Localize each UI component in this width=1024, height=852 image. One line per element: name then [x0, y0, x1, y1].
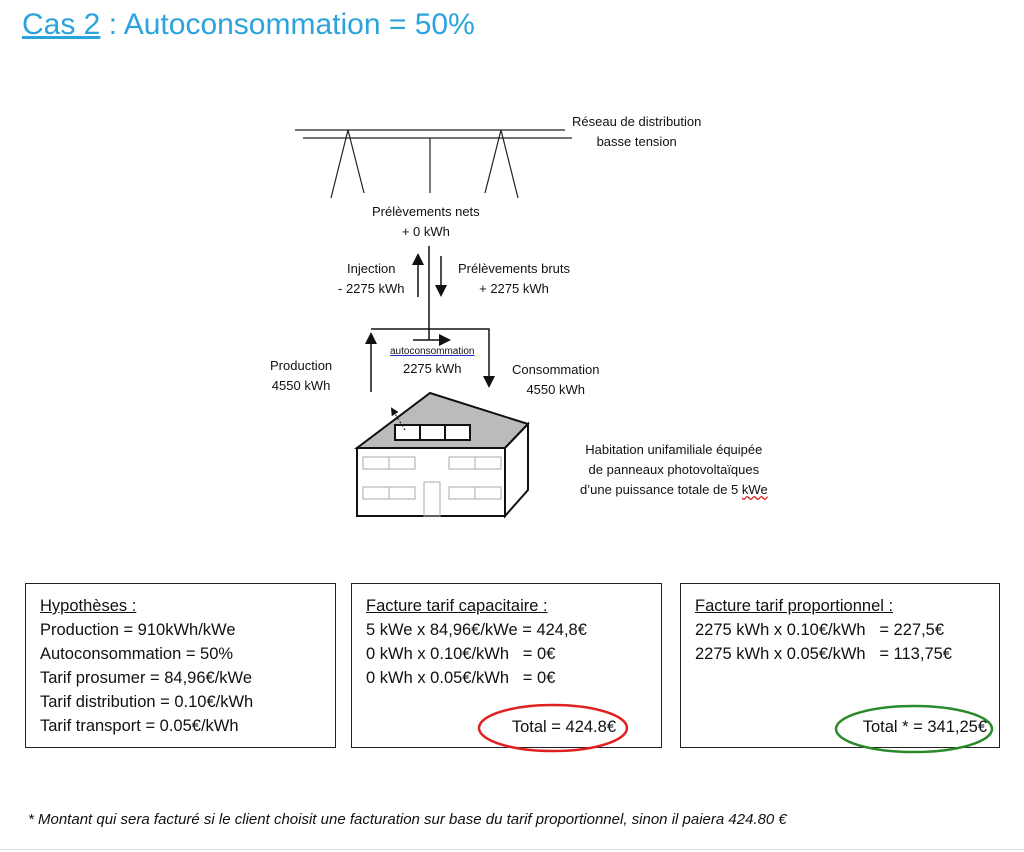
- capacitaire-box: Facture tarif capacitaire : 5 kWe x 84,9…: [351, 583, 662, 748]
- injection-label: Injection - 2275 kWh: [338, 259, 404, 299]
- house-label-line: de panneaux photovoltaïques: [588, 462, 760, 477]
- hypotheses-heading: Hypothèses :: [40, 597, 137, 615]
- house-power-unit: kWe: [741, 482, 768, 497]
- production-label: Production 4550 kWh: [270, 356, 332, 396]
- selfconsumption-value: 2275 kWh: [402, 361, 462, 376]
- gross-draw-label: Prélèvements bruts + 2275 kWh: [458, 259, 570, 299]
- bill-line: 2275 kWh x 0.10€/kWh = 227,5€: [695, 621, 945, 639]
- bill-line: 0 kWh x 0.05€/kWh = 0€: [366, 669, 556, 687]
- proportionnel-box: Facture tarif proportionnel : 2275 kWh x…: [680, 583, 1000, 748]
- bill-line: 2275 kWh x 0.05€/kWh = 113,75€: [695, 645, 952, 663]
- gross-draw-value: + 2275 kWh: [479, 281, 549, 296]
- network-label-line: basse tension: [596, 134, 677, 149]
- consumption-value: 4550 kWh: [526, 382, 585, 397]
- house-icon: [354, 391, 530, 519]
- hypothesis-line: Tarif prosumer = 84,96€/kWe: [40, 669, 253, 687]
- consumption-label: Consommation 4550 kWh: [512, 360, 599, 400]
- production-value: 4550 kWh: [271, 378, 331, 393]
- net-draw-value: + 0 kWh: [401, 224, 450, 239]
- solar-panels: [394, 424, 471, 441]
- house-label: Habitation unifamiliale équipée de pannea…: [580, 440, 768, 500]
- consumption-label-line: Consommation: [512, 362, 600, 377]
- injection-label-line: Injection: [347, 261, 396, 276]
- bill-line: 5 kWe x 84,96€/kWe = 424,8€: [366, 621, 587, 639]
- injection-value: - 2275 kWh: [338, 281, 405, 296]
- flow-arrows: [365, 246, 495, 392]
- house-power-text: d’une puissance totale de 5: [580, 482, 742, 497]
- green-circle: [834, 704, 994, 754]
- house-label-line: Habitation unifamiliale équipée: [585, 442, 763, 457]
- proportionnel-total: Total * = 341,25€: [862, 718, 987, 736]
- footnote: * Montant qui sera facturé si le client …: [28, 811, 787, 828]
- divider: [0, 849, 1024, 850]
- hypotheses-box: Hypothèses : Production = 910kWh/kWe Aut…: [25, 583, 336, 748]
- selfconsumption-label-line: autoconsommation: [390, 346, 475, 357]
- house-label-line: d’une puissance totale de 5 kWe: [580, 480, 768, 500]
- highlight-circles: [477, 703, 994, 754]
- hypothesis-line: Tarif distribution = 0.10€/kWh: [40, 693, 254, 711]
- title-case: Cas 2: [22, 8, 101, 41]
- title-rest: : Autoconsommation = 50%: [100, 8, 475, 41]
- network-label: Réseau de distribution basse tension: [572, 112, 701, 152]
- red-circle: [477, 703, 629, 753]
- selfconsumption-label: autoconsommation 2275 kWh: [390, 345, 475, 379]
- proportionnel-heading: Facture tarif proportionnel :: [695, 597, 894, 615]
- net-draw-label: Prélèvements nets + 0 kWh: [372, 202, 480, 242]
- network-label-line: Réseau de distribution: [572, 114, 702, 129]
- capacitaire-total: Total = 424.8€: [511, 718, 616, 736]
- gross-draw-label-line: Prélèvements bruts: [458, 261, 570, 276]
- bill-line: 0 kWh x 0.10€/kWh = 0€: [366, 645, 556, 663]
- production-label-line: Production: [270, 358, 333, 373]
- hypothesis-line: Production = 910kWh/kWe: [40, 621, 236, 639]
- net-draw-label-line: Prélèvements nets: [372, 204, 480, 219]
- hypothesis-line: Autoconsommation = 50%: [40, 645, 234, 663]
- page-title: Cas 2 : Autoconsommation = 50%: [22, 8, 475, 42]
- energy-flow-diagram: [295, 129, 572, 519]
- power-lines: [295, 129, 572, 199]
- capacitaire-heading: Facture tarif capacitaire :: [366, 597, 548, 615]
- hypothesis-line: Tarif transport = 0.05€/kWh: [40, 717, 239, 735]
